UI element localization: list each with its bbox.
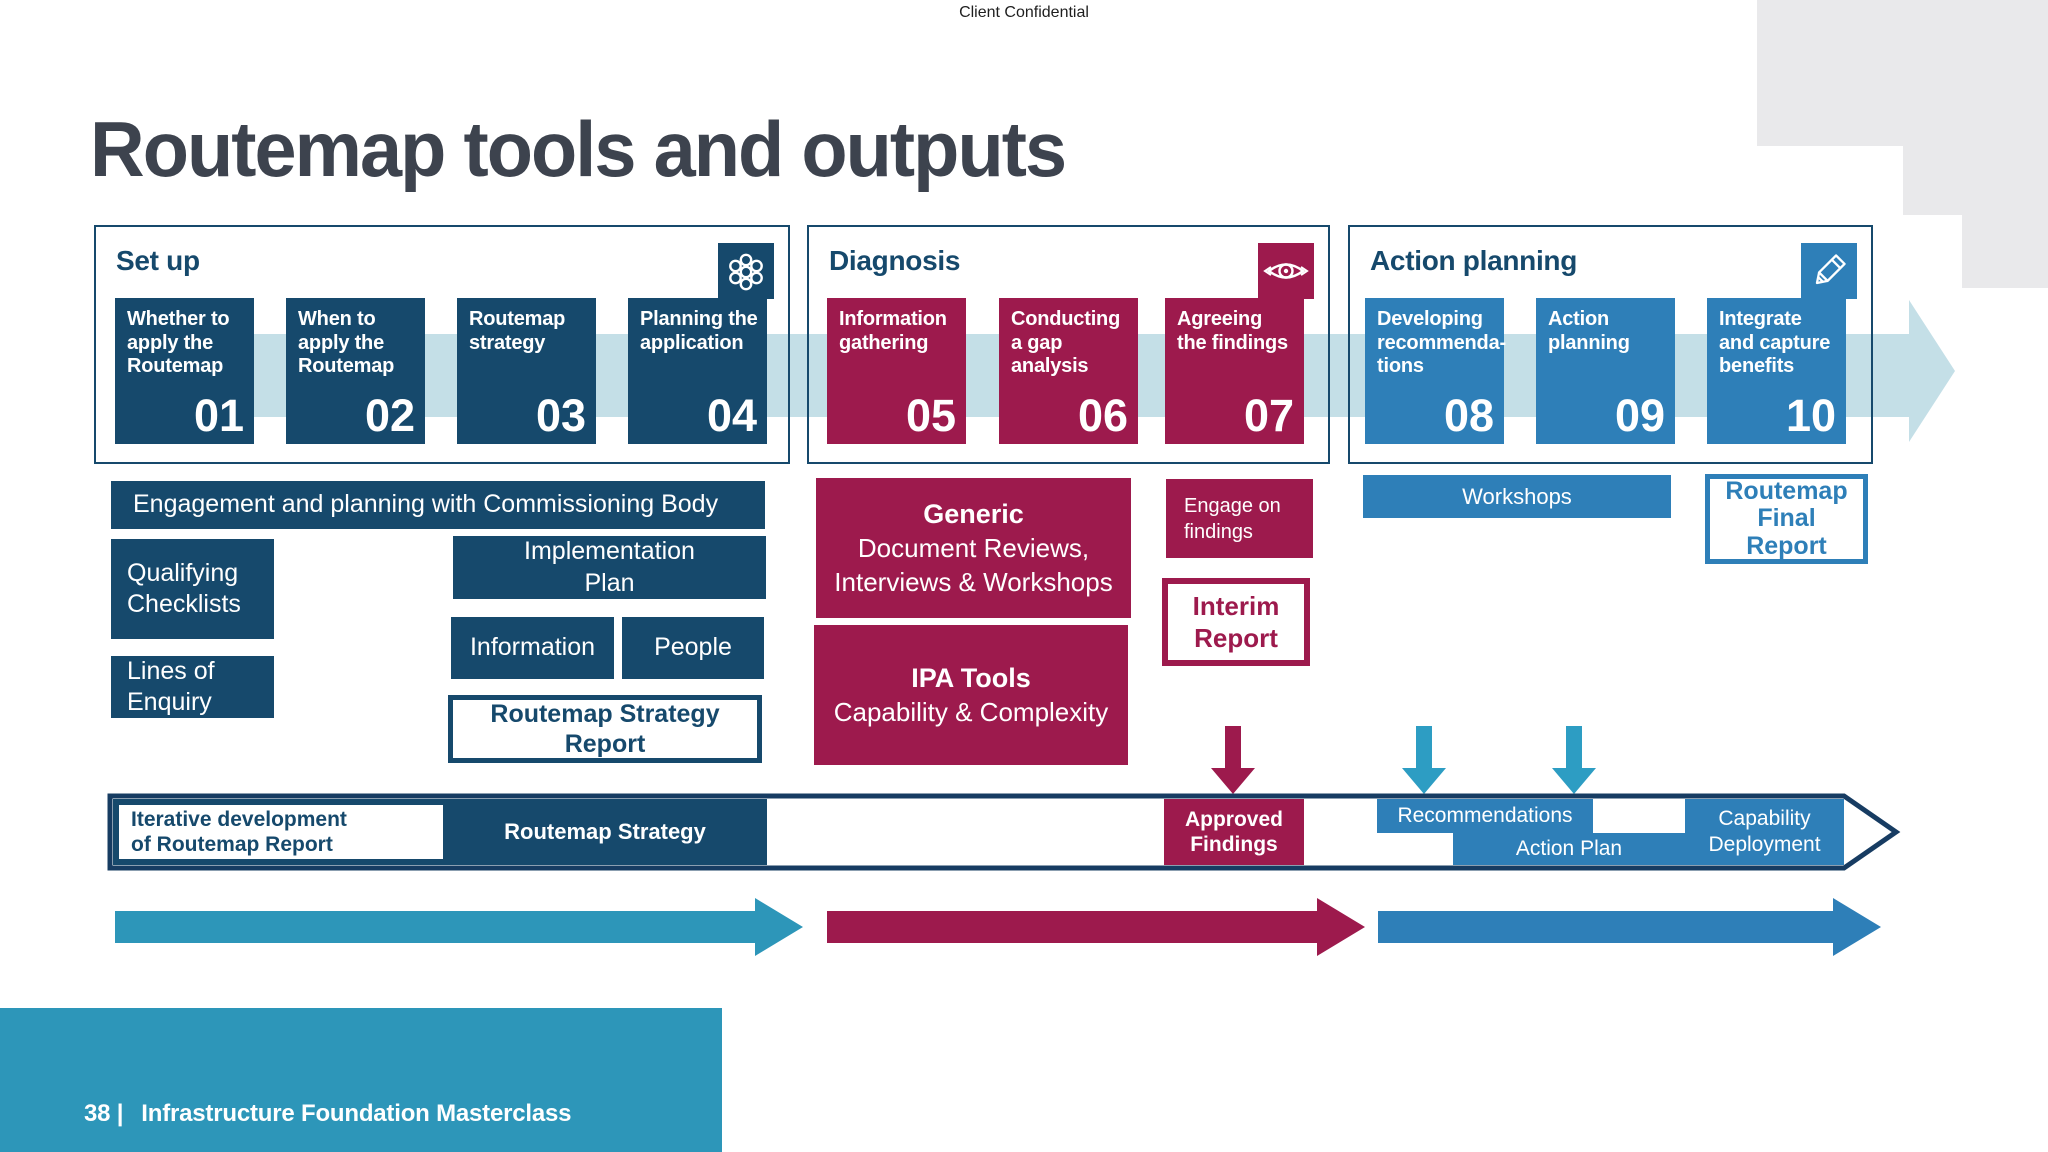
capability-deployment-label: Capability Deployment xyxy=(1708,806,1821,856)
down-arrow-icon xyxy=(1402,726,1446,794)
step-label: Conducting a gap analysis xyxy=(1011,308,1121,378)
phase-label: Diagnosis xyxy=(829,245,961,276)
phase-label: Set up xyxy=(116,245,200,276)
step-box-02: When to apply the Routemap 02 xyxy=(286,298,425,444)
page-title: Routemap tools and outputs xyxy=(90,105,1067,193)
down-arrow-icon xyxy=(1552,726,1596,794)
step-box-06: Conducting a gap analysis 06 xyxy=(999,298,1138,444)
eye-icon xyxy=(1258,243,1314,299)
step-label: Routemap strategy xyxy=(469,308,566,354)
ipa-tools-subtitle: Capability & Complexity xyxy=(833,696,1109,727)
step-label: Whether to apply the Routemap xyxy=(127,308,230,378)
capability-segment-top xyxy=(1685,799,1844,833)
generic-title: Generic xyxy=(923,498,1024,529)
phase-arrow-icon xyxy=(1378,898,1881,956)
ipa-tools-title: IPA Tools xyxy=(911,662,1031,693)
step-label: Action planning xyxy=(1548,308,1630,354)
information-box: Information xyxy=(451,617,614,679)
step-number: 06 xyxy=(1077,390,1128,441)
step-number: 01 xyxy=(193,390,244,441)
step-number: 09 xyxy=(1614,390,1665,441)
pencil-icon xyxy=(1801,243,1857,299)
page-number: 38 | xyxy=(84,1100,124,1127)
step-number: 02 xyxy=(364,390,415,441)
action-plan-label: Action Plan xyxy=(1515,837,1623,860)
implementation-plan-box: Implementation Plan xyxy=(453,536,766,599)
approved-findings-segment: Approved Findings xyxy=(1164,799,1304,865)
interim-report-box: Interim Report xyxy=(1162,578,1310,666)
step-number: 07 xyxy=(1243,390,1294,441)
step-box-07: Agreeing the findings 07 xyxy=(1165,298,1304,444)
engage-on-findings-box: Engage on findings xyxy=(1166,479,1313,558)
step-label: Integrate and capture benefits xyxy=(1719,308,1831,378)
phase-box-action-planning: Action planning xyxy=(1348,225,1873,464)
recommendations-label: Recommendations xyxy=(1397,804,1573,827)
step-number: 10 xyxy=(1785,390,1836,441)
step-label: Developing recommenda-tions xyxy=(1377,308,1506,378)
phase-arrow-icon xyxy=(115,898,803,956)
step-number: 05 xyxy=(905,390,956,441)
step-box-05: Information gathering 05 xyxy=(827,298,966,444)
step-box-04: Planning the application 04 xyxy=(628,298,767,444)
ipa-tools-box: IPA Tools Capability & Complexity xyxy=(814,625,1128,765)
iterative-development-label: Iterative development of Routemap Report xyxy=(131,807,347,856)
corner-decoration-block xyxy=(1757,0,2048,146)
phase-box-set-up: Set up xyxy=(94,225,790,464)
generic-reviews-box: Generic Document Reviews, Interviews & W… xyxy=(816,478,1131,618)
phase-arrow-icon xyxy=(827,898,1365,956)
phase-box-diagnosis: Diagnosis xyxy=(807,225,1330,464)
confidential-label: Client Confidential xyxy=(959,4,1089,21)
corner-decoration-block xyxy=(1962,215,2048,288)
step-number: 04 xyxy=(706,390,757,441)
down-arrow-icon xyxy=(1211,726,1255,794)
step-label: Planning the application xyxy=(640,308,758,354)
circles-cluster-icon xyxy=(718,243,774,299)
timeline-band: Iterative development of Routemap Report… xyxy=(107,793,1903,871)
action-plan-segment xyxy=(1453,833,1844,865)
step-box-08: Developing recommenda-tions 08 xyxy=(1365,298,1506,444)
step-label: Information gathering xyxy=(839,308,947,354)
corner-decoration-block xyxy=(1903,146,2048,215)
people-box: People xyxy=(622,617,764,679)
step-number: 03 xyxy=(535,390,586,441)
footer-text: 38 | Infrastructure Foundation Masterclas… xyxy=(84,1100,572,1128)
engagement-bar: Engagement and planning with Commissioni… xyxy=(111,481,765,529)
workshops-bar: Workshops xyxy=(1363,475,1671,518)
step-box-09: Action planning 09 xyxy=(1536,298,1675,444)
lines-of-enquiry-box: Lines of Enquiry xyxy=(111,656,274,718)
step-number: 08 xyxy=(1443,390,1494,441)
phase-label: Action planning xyxy=(1370,245,1578,276)
routemap-final-report-box: Routemap Final Report xyxy=(1705,474,1868,564)
footer-bar: 38 | Infrastructure Foundation Masterclas… xyxy=(0,1008,722,1152)
routemap-strategy-report-box: Routemap Strategy Report xyxy=(448,695,762,763)
qualifying-checklists-box: Qualifying Checklists xyxy=(111,539,274,639)
recommendations-segment xyxy=(1377,799,1593,833)
step-box-03: Routemap strategy 03 xyxy=(457,298,596,444)
step-label: Agreeing the findings xyxy=(1177,308,1288,354)
footer-label: Infrastructure Foundation Masterclass xyxy=(141,1100,572,1127)
iterative-development-segment: Iterative development of Routemap Report xyxy=(119,805,443,859)
step-label: When to apply the Routemap xyxy=(298,308,395,378)
routemap-strategy-segment: Routemap Strategy xyxy=(504,819,706,844)
step-box-01: Whether to apply the Routemap 01 xyxy=(115,298,254,444)
step-box-10: Integrate and capture benefits 10 xyxy=(1707,298,1846,444)
generic-subtitle: Document Reviews, Interviews & Workshops xyxy=(834,532,1113,597)
